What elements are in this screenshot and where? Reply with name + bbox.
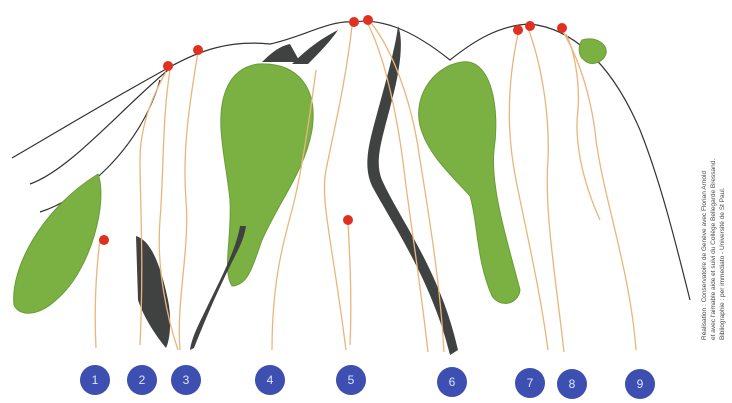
caption-line-2: et avec l'aimable aide et suivi du Collè…: [710, 159, 717, 340]
marker-4-label: 4: [267, 373, 274, 387]
number-markers: 1 2 3 4 5 6 7 8: [80, 365, 655, 399]
leaf-right: [419, 62, 520, 304]
veins: [95, 24, 636, 352]
marker-3-label: 3: [183, 373, 190, 387]
marker-2-label: 2: [139, 373, 146, 387]
marker-3: 3: [171, 365, 201, 395]
marker-8-label: 8: [569, 377, 576, 391]
dark-shape-left-stem: [190, 226, 246, 350]
leaf-left: [14, 174, 101, 313]
red-dot: [525, 21, 535, 31]
red-dot: [193, 45, 203, 55]
caption-line-3: Bibliographie : per immediato - Universi…: [719, 187, 726, 340]
marker-1: 1: [80, 365, 110, 395]
marker-5-label: 5: [348, 373, 355, 387]
red-dot: [343, 215, 353, 225]
marker-1-label: 1: [92, 373, 99, 387]
side-caption: Réalisation : Conservatoire de Genève av…: [701, 159, 726, 340]
red-dot: [363, 15, 373, 25]
red-dot: [513, 25, 523, 35]
red-dot: [557, 23, 567, 33]
red-dot: [349, 17, 359, 27]
marker-4: 4: [255, 365, 285, 395]
marker-8: 8: [557, 369, 587, 399]
marker-7-label: 7: [527, 376, 534, 390]
leaf-shapes: [14, 39, 607, 313]
leaf-small: [579, 39, 606, 63]
marker-6: 6: [437, 367, 467, 397]
marker-2: 2: [127, 365, 157, 395]
marker-6-label: 6: [449, 375, 456, 389]
marker-7: 7: [515, 368, 545, 398]
red-dot: [99, 235, 109, 245]
red-dot: [163, 61, 173, 71]
marker-9: 9: [625, 369, 655, 399]
dark-shape-top-wedge: [262, 44, 300, 62]
marker-5: 5: [336, 365, 366, 395]
caption-line-1: Réalisation : Conservatoire de Genève av…: [701, 171, 708, 340]
marker-9-label: 9: [637, 377, 644, 391]
